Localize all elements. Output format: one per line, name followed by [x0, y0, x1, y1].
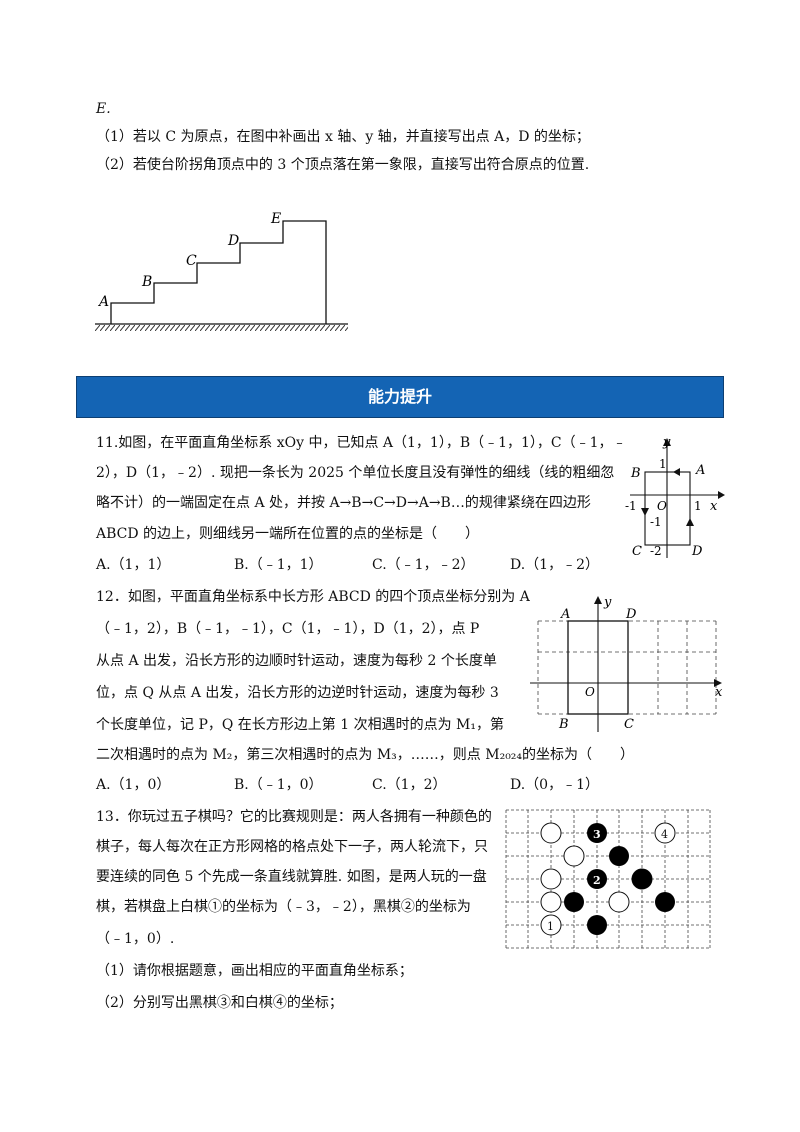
- white-stone-1-label: 1: [547, 920, 554, 933]
- p12-option-b: B.（﹣1，0）: [234, 777, 323, 793]
- p11-figure: y x O 1 -1 1 -1 -2 A B C D: [625, 435, 725, 559]
- p12-figure: y x O A B C D: [530, 595, 723, 732]
- p11-option-d: D.（1，﹣2）: [510, 557, 599, 573]
- p12-option-c: C.（1，2）: [372, 777, 447, 793]
- p11-origin-label: O: [657, 499, 667, 513]
- p11-y-label: y: [662, 435, 671, 450]
- p13-line-7: （2）分别写出黑棋③和白棋④的坐标；: [96, 995, 343, 1011]
- p11-option-c: C.（﹣1，﹣2）: [372, 557, 475, 573]
- p11-point-a: A: [695, 463, 705, 478]
- p11-point-c: C: [632, 544, 642, 559]
- p11-line-3: 略不计）的一端固定在点 A 处，并按 A→B→C→D→A→B…的规律紧绕在四边形: [96, 495, 591, 511]
- p11-point-d: D: [691, 544, 703, 559]
- p11-point-b: B: [630, 466, 641, 481]
- p12-point-d: D: [625, 607, 637, 622]
- p12-point-c: C: [624, 717, 634, 732]
- p12-line-2: （﹣1，2），B（﹣1，﹣1），C（1，﹣1），D（1，2），点 P: [96, 621, 480, 637]
- white-stone-4-label: 4: [661, 828, 668, 841]
- p12-point-b: B: [558, 717, 569, 732]
- p12-line-5: 个长度单位，记 P，Q 在长方形边上第 1 次相遇时的点为 M₁，第: [96, 717, 505, 733]
- question-2-text: （2）若使台阶拐角顶点中的 3 个顶点落在第一象限，直接写出符合原点的位置.: [96, 157, 590, 173]
- stair-label-d: D: [227, 233, 239, 249]
- p11-x-label: x: [710, 499, 718, 514]
- p11-tick-x1: 1: [694, 499, 702, 513]
- p12-y-label: y: [603, 595, 612, 610]
- p13-line-6: （1）请你根据题意，画出相应的平面直角坐标系；: [96, 963, 413, 979]
- p11-tick-xm1: -1: [625, 499, 637, 513]
- p11-tick-ym2: -2: [650, 544, 662, 558]
- p12-line-1: 12．如图，平面直角坐标系中长方形 ABCD 的四个顶点坐标分别为 A: [96, 589, 530, 605]
- p11-line-1: 11.如图，在平面直角坐标系 xOy 中，已知点 A（1，1），B（﹣1，1），…: [96, 435, 627, 451]
- point-e-label: E.: [96, 101, 111, 117]
- stair-label-a: A: [97, 294, 109, 310]
- black-stone-3-label: 3: [593, 828, 601, 841]
- question-1-text: （1）若以 C 为原点，在图中补画出 x 轴、y 轴，并直接写出点 A，D 的坐…: [96, 129, 590, 145]
- section-banner: 能力提升: [76, 376, 724, 418]
- p12-x-label: x: [715, 685, 723, 700]
- p13-line-2: 棋子，每人每次在正方形网格的格点处下一子，两人轮流下，只: [96, 839, 488, 855]
- stair-label-b: B: [141, 274, 152, 290]
- p12-option-a: A.（1，0）: [96, 777, 171, 793]
- p11-line-4: ABCD 的边上，则细线另一端所在位置的点的坐标是（ ）: [96, 526, 480, 542]
- p12-option-d: D.（0，﹣1）: [510, 777, 599, 793]
- p11-tick-y1: 1: [659, 457, 667, 471]
- stair-label-c: C: [186, 253, 197, 269]
- p12-line-3: 从点 A 出发，沿长方形的边顺时针运动，速度为每秒 2 个长度单: [96, 653, 497, 669]
- p12-line-4: 位，点 Q 从点 A 出发，沿长方形的边逆时针运动，速度为每秒 3: [96, 685, 499, 701]
- p11-tick-ym1: -1: [650, 515, 662, 529]
- p12-origin-label: O: [585, 685, 595, 699]
- p11-option-b: B.（﹣1，1）: [234, 557, 323, 573]
- p13-line-5: （﹣1，0）.: [96, 931, 175, 947]
- black-stone-2-label: 2: [593, 874, 601, 887]
- p13-line-3: 要连续的同色 5 个先成一条直线就算胜. 如图，是两人玩的一盘: [96, 869, 487, 885]
- stair-label-e: E: [270, 211, 281, 227]
- p13-line-4: 棋，若棋盘上白棋①的坐标为（﹣3，﹣2），黑棋②的坐标为: [96, 899, 471, 915]
- p11-line-2: 2），D（1，﹣2）. 现把一条长为 2025 个单位长度且没有弹性的细线（线的…: [96, 465, 615, 481]
- p12-point-a: A: [560, 607, 570, 622]
- p13-line-1: 13．你玩过五子棋吗？它的比赛规则是：两人各拥有一种颜色的: [96, 809, 492, 825]
- gomoku-board: 1 2 3 4: [505, 809, 711, 949]
- stairs-figure: A B C D E: [95, 211, 348, 331]
- p12-line-6: 二次相遇时的点为 M₂，第三次相遇时的点为 M₃，……，则点 M₂₀₂₄的坐标为…: [96, 747, 635, 763]
- p11-option-a: A.（1，1）: [96, 557, 171, 573]
